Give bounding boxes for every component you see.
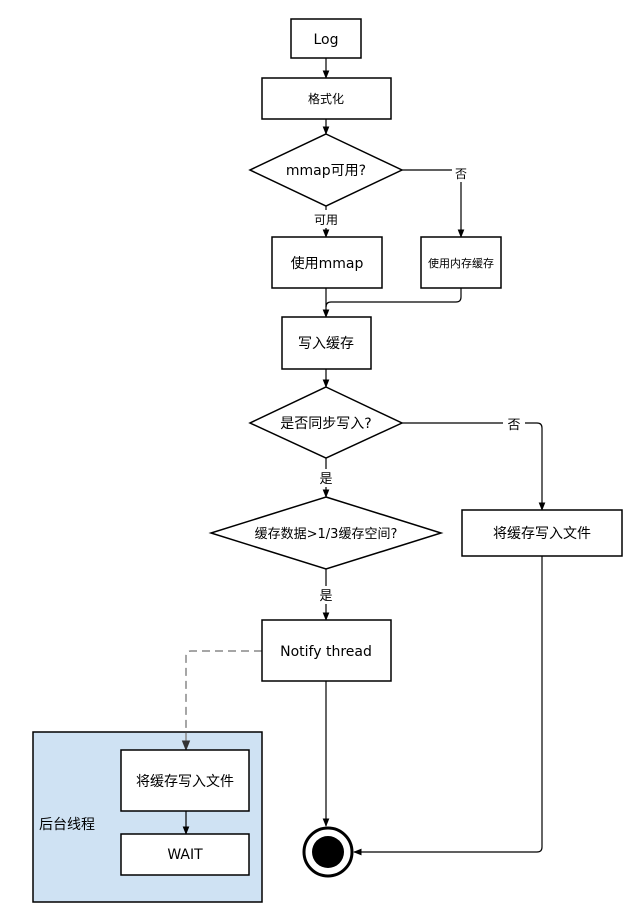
- node-mmap-decision-label: mmap可用?: [286, 163, 366, 179]
- node-write-cache: [281, 316, 372, 370]
- edge-usemem-writecache: [325, 288, 462, 308]
- node-notify-thread-label: Notify thread: [280, 644, 372, 660]
- node-ratio-decision-label: 缓存数据>1/3缓存空间?: [255, 527, 398, 542]
- node-sync-decision-label: 是否同步写入?: [280, 416, 371, 432]
- edge-notify-bgwrite-dashed: [181, 650, 262, 752]
- edge-label-mmap-no: 否: [455, 167, 467, 181]
- edge-label-sync-yes: 是: [319, 472, 332, 487]
- node-write-cache-label: 写入缓存: [298, 336, 354, 352]
- node-use-mmap: [271, 236, 383, 289]
- node-notify-thread: [261, 619, 392, 682]
- edge-label-ratio-yes: 是: [319, 589, 332, 604]
- node-ratio-decision: [208, 496, 444, 570]
- node-sync-decision: [248, 386, 404, 459]
- node-log-label: Log: [313, 32, 338, 48]
- edge-label-mmap-yes: 可用: [314, 213, 338, 227]
- node-wait: [120, 833, 250, 876]
- node-mmap-decision: [248, 133, 404, 207]
- node-use-mmap-label: 使用mmap: [291, 255, 364, 272]
- edge-syncq-writefile: [402, 422, 546, 511]
- node-use-mem-cache-label: 使用内存缓存: [428, 256, 494, 270]
- end-state-inner: [312, 836, 344, 868]
- node-log: [290, 18, 362, 59]
- node-wait-label: WAIT: [167, 847, 203, 863]
- node-bg-write-file-label: 将缓存写入文件: [136, 774, 234, 790]
- node-write-file: [461, 509, 623, 557]
- node-format: [261, 77, 392, 120]
- node-format-label: 格式化: [308, 91, 344, 106]
- node-use-mem-cache: [420, 236, 502, 289]
- node-bg-write-file: [120, 749, 250, 812]
- node-write-file-label: 将缓存写入文件: [493, 526, 591, 542]
- edge-label-sync-no: 否: [507, 418, 520, 433]
- edge-writefile-end: [353, 556, 543, 856]
- background-thread-label: 后台线程: [39, 817, 95, 833]
